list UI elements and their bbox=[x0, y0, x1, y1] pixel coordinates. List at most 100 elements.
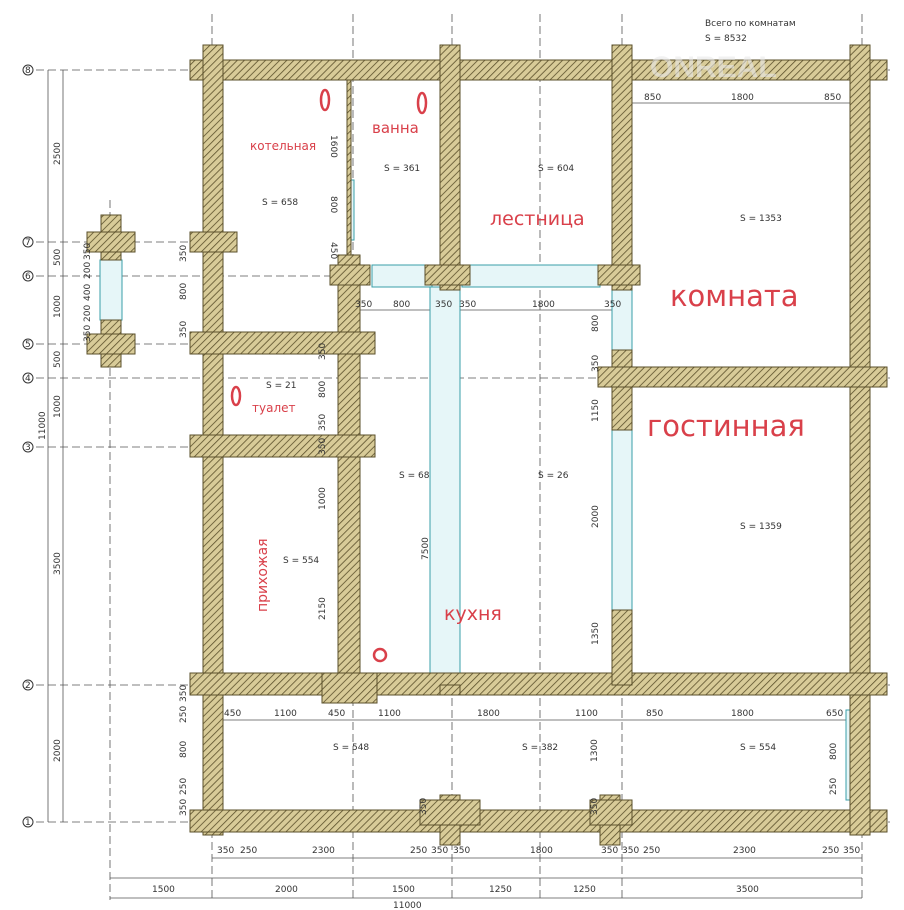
axis-5: 5 bbox=[25, 340, 31, 350]
dim-label: 1000 bbox=[318, 487, 328, 510]
walls bbox=[86, 44, 888, 846]
dim-label: 350 bbox=[179, 685, 189, 702]
dim-label: 1150 bbox=[591, 399, 601, 422]
dim-label: 350 bbox=[355, 300, 372, 310]
dim-label: 800 bbox=[179, 741, 189, 758]
dim-total: 11000 bbox=[393, 901, 422, 910]
dim-label: 3500 bbox=[53, 552, 63, 575]
room-kitchen: кухня bbox=[444, 603, 502, 625]
dim-label: 850 bbox=[644, 93, 661, 103]
dim-label: 1600 bbox=[328, 135, 338, 158]
pipe-marker-icon bbox=[372, 647, 388, 663]
dim-label: 200 bbox=[83, 305, 93, 322]
dim-label: 350 bbox=[83, 325, 93, 342]
dim-label: 250 bbox=[822, 846, 839, 856]
axis-4: 4 bbox=[25, 374, 31, 384]
dim-label: 2000 bbox=[275, 885, 298, 895]
dim-label: 450 bbox=[328, 709, 345, 719]
dim-label: 450 bbox=[328, 242, 338, 259]
dim-label: 350 bbox=[622, 846, 639, 856]
dim-label: 1100 bbox=[274, 709, 297, 719]
dim-label: 350 bbox=[843, 846, 860, 856]
dim-label: 1000 bbox=[53, 295, 63, 318]
row2-dimensions: 450 1100 450 1100 1800 1100 850 1800 650 bbox=[224, 709, 843, 719]
dim-label: 1250 bbox=[489, 885, 512, 895]
dim-label: 1800 bbox=[731, 709, 754, 719]
dim-label: 350 bbox=[590, 798, 600, 815]
room-hall: прихожая bbox=[255, 538, 271, 612]
dim-label: 450 bbox=[224, 709, 241, 719]
area-room: S = 1353 bbox=[740, 214, 782, 224]
dim-label: 350 bbox=[591, 355, 601, 372]
axis-8: 8 bbox=[25, 66, 31, 76]
dim-label: 800 bbox=[318, 381, 328, 398]
dim-label: 500 bbox=[53, 249, 63, 266]
dim-label: 350 bbox=[435, 300, 452, 310]
dim-label: 1000 bbox=[53, 395, 63, 418]
area-toilet: S = 21 bbox=[266, 381, 296, 391]
dim-label: 250 bbox=[829, 778, 839, 795]
dim-label: 2000 bbox=[591, 505, 601, 528]
dim-label: 250 bbox=[179, 778, 189, 795]
dim-label: 7500 bbox=[421, 537, 431, 560]
room-toilet: туалет bbox=[252, 401, 296, 415]
area-bath: S = 361 bbox=[384, 164, 420, 174]
dim-label: 1800 bbox=[477, 709, 500, 719]
dim-label: 1300 bbox=[590, 739, 600, 762]
dim-label: 200 bbox=[83, 262, 93, 279]
room-stairs: лестница bbox=[490, 208, 585, 230]
dim-label: 11000 bbox=[38, 411, 48, 440]
dim-label: 850 bbox=[646, 709, 663, 719]
dim-label: 1500 bbox=[392, 885, 415, 895]
dim-label: 1250 bbox=[573, 885, 596, 895]
dim-label: 350 bbox=[179, 245, 189, 262]
axis-7: 7 bbox=[25, 238, 31, 248]
dim-label: 250 bbox=[410, 846, 427, 856]
dim-label: 400 bbox=[83, 284, 93, 301]
dim-label: 350 bbox=[318, 438, 328, 455]
dim-label: 350 bbox=[318, 414, 328, 431]
dim-label: 350 bbox=[604, 300, 621, 310]
dim-label: 350 bbox=[318, 343, 328, 360]
dim-label: 1800 bbox=[530, 846, 553, 856]
area-bottom-right: S = 554 bbox=[740, 743, 776, 753]
dim-label: 3500 bbox=[736, 885, 759, 895]
pipe-marker-icon bbox=[416, 91, 428, 115]
room-room: комната bbox=[670, 279, 799, 313]
dim-label: 800 bbox=[591, 315, 601, 332]
axis-1: 1 bbox=[25, 818, 31, 828]
area-boiler: S = 658 bbox=[262, 198, 298, 208]
area-hall: S = 554 bbox=[283, 556, 319, 566]
area-bottom-left: S = 548 bbox=[333, 743, 369, 753]
pipe-marker-icon bbox=[319, 88, 331, 112]
dim-label: 1100 bbox=[575, 709, 598, 719]
dim-label: 250 bbox=[643, 846, 660, 856]
dim-label: 800 bbox=[328, 196, 338, 213]
axis-6: 6 bbox=[25, 272, 31, 282]
dim-label: 350 bbox=[179, 799, 189, 816]
dim-label: 250 bbox=[179, 706, 189, 723]
dim-label: 2000 bbox=[53, 739, 63, 762]
area-bottom-mid: S = 382 bbox=[522, 743, 558, 753]
room-boiler: котельная bbox=[250, 139, 316, 153]
red-markers bbox=[230, 88, 428, 663]
dim-label: 350 bbox=[431, 846, 448, 856]
axis-markers: 1 2 3 4 5 6 7 8 bbox=[22, 64, 34, 828]
dim-label: 1800 bbox=[532, 300, 555, 310]
dim-label: 650 bbox=[826, 709, 843, 719]
dim-label: 500 bbox=[53, 351, 63, 368]
area-corridor: S = 68 bbox=[399, 471, 430, 481]
total-value: S = 8532 bbox=[705, 34, 747, 44]
left-dimensions: 2500 500 1000 500 1000 11000 3500 2000 3… bbox=[38, 142, 189, 816]
dim-label: 850 bbox=[824, 93, 841, 103]
room-bath: ванна bbox=[372, 119, 419, 137]
dim-label: 350 bbox=[453, 846, 470, 856]
dim-label: 1500 bbox=[152, 885, 175, 895]
interior-dimensions: 1600 800 450 350 800 350 350 1800 350 80… bbox=[318, 135, 839, 815]
dim-label: 350 bbox=[601, 846, 618, 856]
axis-2: 2 bbox=[25, 681, 31, 691]
watermark: ONREAL bbox=[650, 51, 777, 84]
dim-label: 350 bbox=[217, 846, 234, 856]
dim-label: 350 bbox=[419, 798, 429, 815]
dim-label: 800 bbox=[393, 300, 410, 310]
